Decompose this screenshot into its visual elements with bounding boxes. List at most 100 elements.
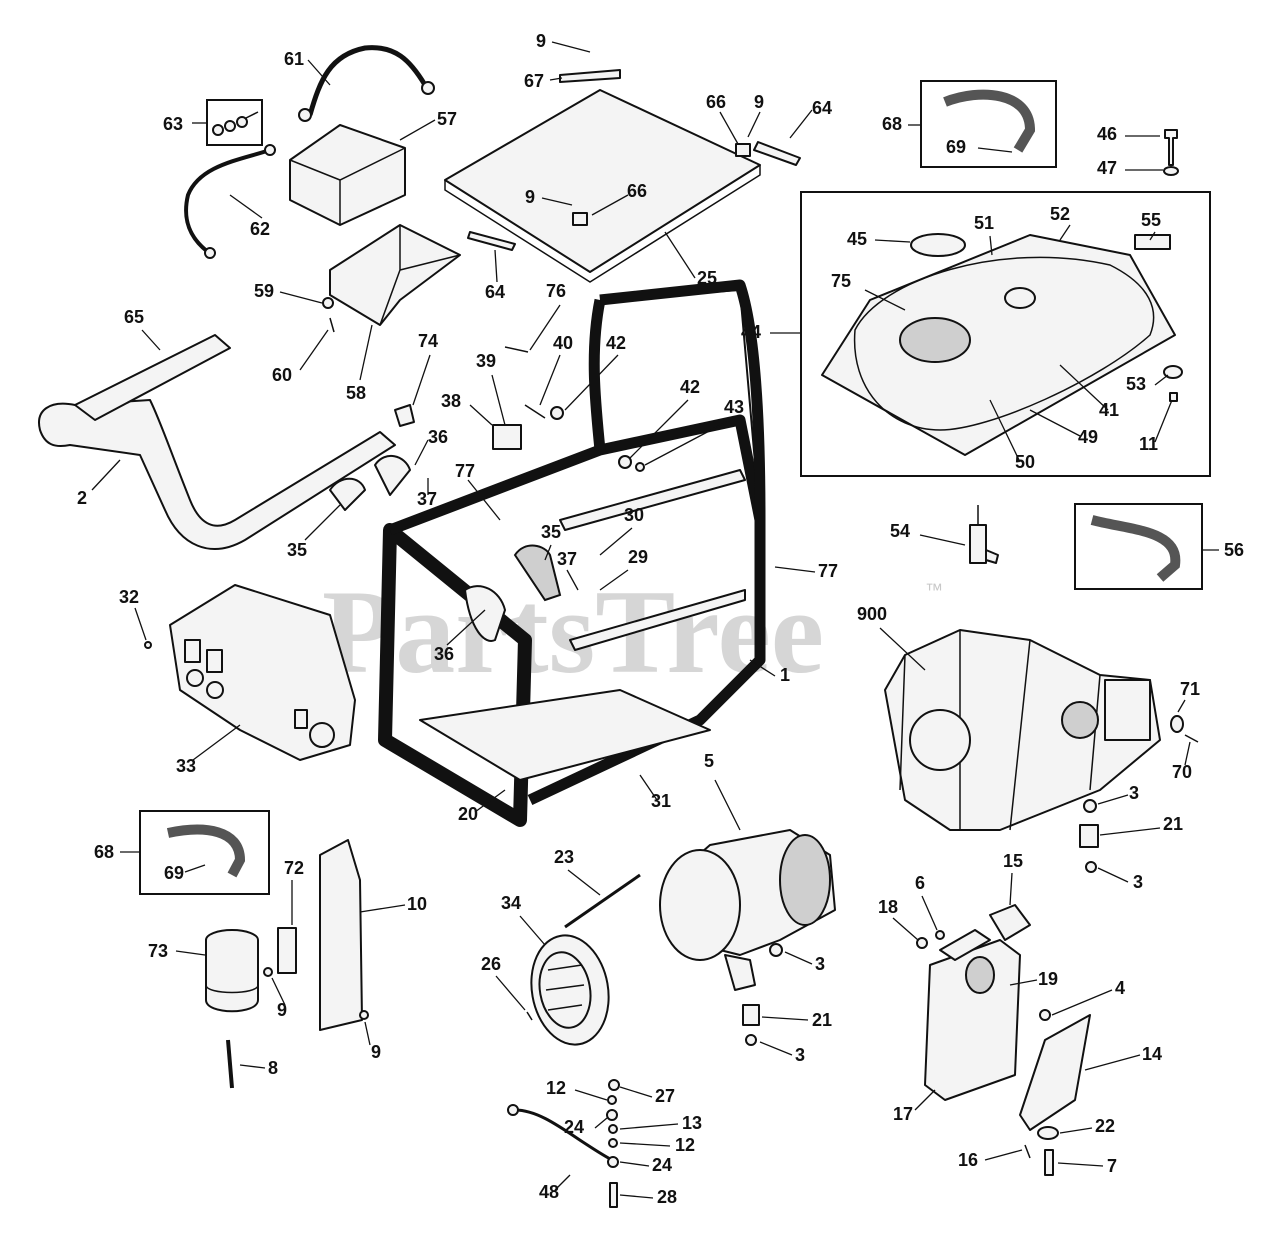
callout-8: 8: [268, 1058, 278, 1078]
leader-line: [619, 1123, 679, 1130]
leader-line: [271, 977, 286, 1006]
leader-line: [619, 1194, 654, 1199]
callout-3d: 3: [795, 1045, 805, 1065]
leader-line: [761, 1016, 809, 1021]
leader-line: [566, 569, 579, 591]
fuel-hose-69-b: [166, 824, 246, 878]
callout-7: 7: [1107, 1156, 1117, 1176]
handle: [38, 334, 396, 550]
leader-line: [1051, 989, 1113, 1016]
leader-line: [541, 197, 573, 206]
washer-42: [550, 406, 564, 420]
callout-64a: 64: [812, 98, 832, 118]
leader-line: [519, 915, 546, 946]
callout-77a: 77: [455, 461, 475, 481]
grommet-36-b: [464, 585, 506, 642]
leader-line: [1099, 827, 1161, 836]
mount-21-alt: [742, 1004, 760, 1026]
callout-70: 70: [1172, 762, 1192, 782]
callout-3b: 3: [1133, 872, 1143, 892]
leader-line: [989, 235, 993, 256]
washer-12-b: [608, 1138, 618, 1148]
callout-labels: 61 63 57 62 59 60 58 65 2 9 67 66 9 64 9…: [77, 31, 1244, 1207]
leader-line: [469, 404, 493, 426]
leader-line: [984, 1149, 1023, 1161]
callout-3c: 3: [815, 954, 825, 974]
leader-line: [279, 291, 323, 304]
clip-66: [735, 143, 751, 157]
callout-23: 23: [554, 847, 574, 867]
callout-11: 11: [1139, 434, 1158, 454]
leader-line: [446, 609, 486, 646]
nut-11: [1169, 392, 1178, 402]
ground-wire-48: [514, 1108, 613, 1162]
bolt-40: [524, 404, 546, 419]
leader-line: [1177, 699, 1186, 713]
leader-line: [1154, 374, 1169, 386]
callout-19: 19: [1038, 969, 1058, 989]
fan-cover-34: [530, 934, 610, 1046]
leader-line: [619, 1161, 650, 1167]
callout-43: 43: [724, 397, 744, 417]
callout-29: 29: [628, 547, 648, 567]
washer-47: [1163, 166, 1179, 176]
nut-3-alt: [769, 943, 783, 957]
callout-33: 33: [176, 756, 196, 776]
callout-41: 41: [1099, 400, 1119, 420]
leader-line: [564, 354, 619, 411]
leader-line: [1154, 399, 1173, 443]
callout-10: 10: [407, 894, 427, 914]
bolt-28: [609, 1182, 618, 1208]
callout-77b: 77: [818, 561, 838, 581]
callout-17: 17: [893, 1104, 913, 1124]
callout-66a: 66: [706, 92, 726, 112]
callout-2: 2: [77, 488, 87, 508]
callout-24a: 24: [564, 1117, 584, 1137]
leader-lines: [91, 41, 1219, 1199]
leader-line: [299, 329, 329, 371]
strip-64: [753, 141, 801, 166]
heat-shield-10: [319, 839, 363, 1031]
leader-line: [495, 975, 526, 1011]
callout-35a: 35: [287, 540, 307, 560]
washer-71: [1170, 715, 1184, 733]
leader-line: [134, 607, 147, 641]
callout-64b: 64: [485, 282, 505, 302]
callout-48: 48: [539, 1182, 559, 1202]
callout-67: 67: [524, 71, 544, 91]
callout-53: 53: [1126, 374, 1146, 394]
screw-26: [526, 1011, 533, 1021]
through-bolt-23: [564, 873, 641, 929]
mount-21: [1079, 824, 1099, 848]
battery-cable-62: [184, 144, 276, 259]
nut-18: [916, 937, 928, 949]
leader-line: [467, 479, 501, 521]
callout-57: 57: [437, 109, 457, 129]
callout-36b: 36: [434, 644, 454, 664]
clip-66-b: [572, 212, 588, 226]
bolt-7: [1044, 1149, 1054, 1176]
callout-38: 38: [441, 391, 461, 411]
callout-62: 62: [250, 219, 270, 239]
leader-line: [307, 59, 331, 86]
strap-67: [559, 69, 621, 83]
callout-4: 4: [1115, 978, 1125, 998]
callout-42b: 42: [680, 377, 700, 397]
battery: [289, 124, 406, 226]
leader-line: [1149, 231, 1156, 241]
nut-4: [1039, 1009, 1051, 1021]
leader-line: [529, 304, 561, 351]
leader-line: [619, 1086, 653, 1098]
callout-49: 49: [1078, 427, 1098, 447]
muffler-17: [924, 929, 1021, 1101]
callout-5: 5: [704, 751, 714, 771]
leader-line: [599, 569, 629, 591]
leader-line: [639, 774, 658, 801]
leader-line: [747, 111, 761, 138]
hose-kit-box-56: [1074, 503, 1203, 590]
leader-line: [364, 1021, 371, 1046]
leader-line: [1084, 1054, 1141, 1071]
leader-line: [175, 950, 206, 956]
fuel-tank-49: [821, 234, 1176, 456]
washer-24-b: [607, 1156, 619, 1168]
